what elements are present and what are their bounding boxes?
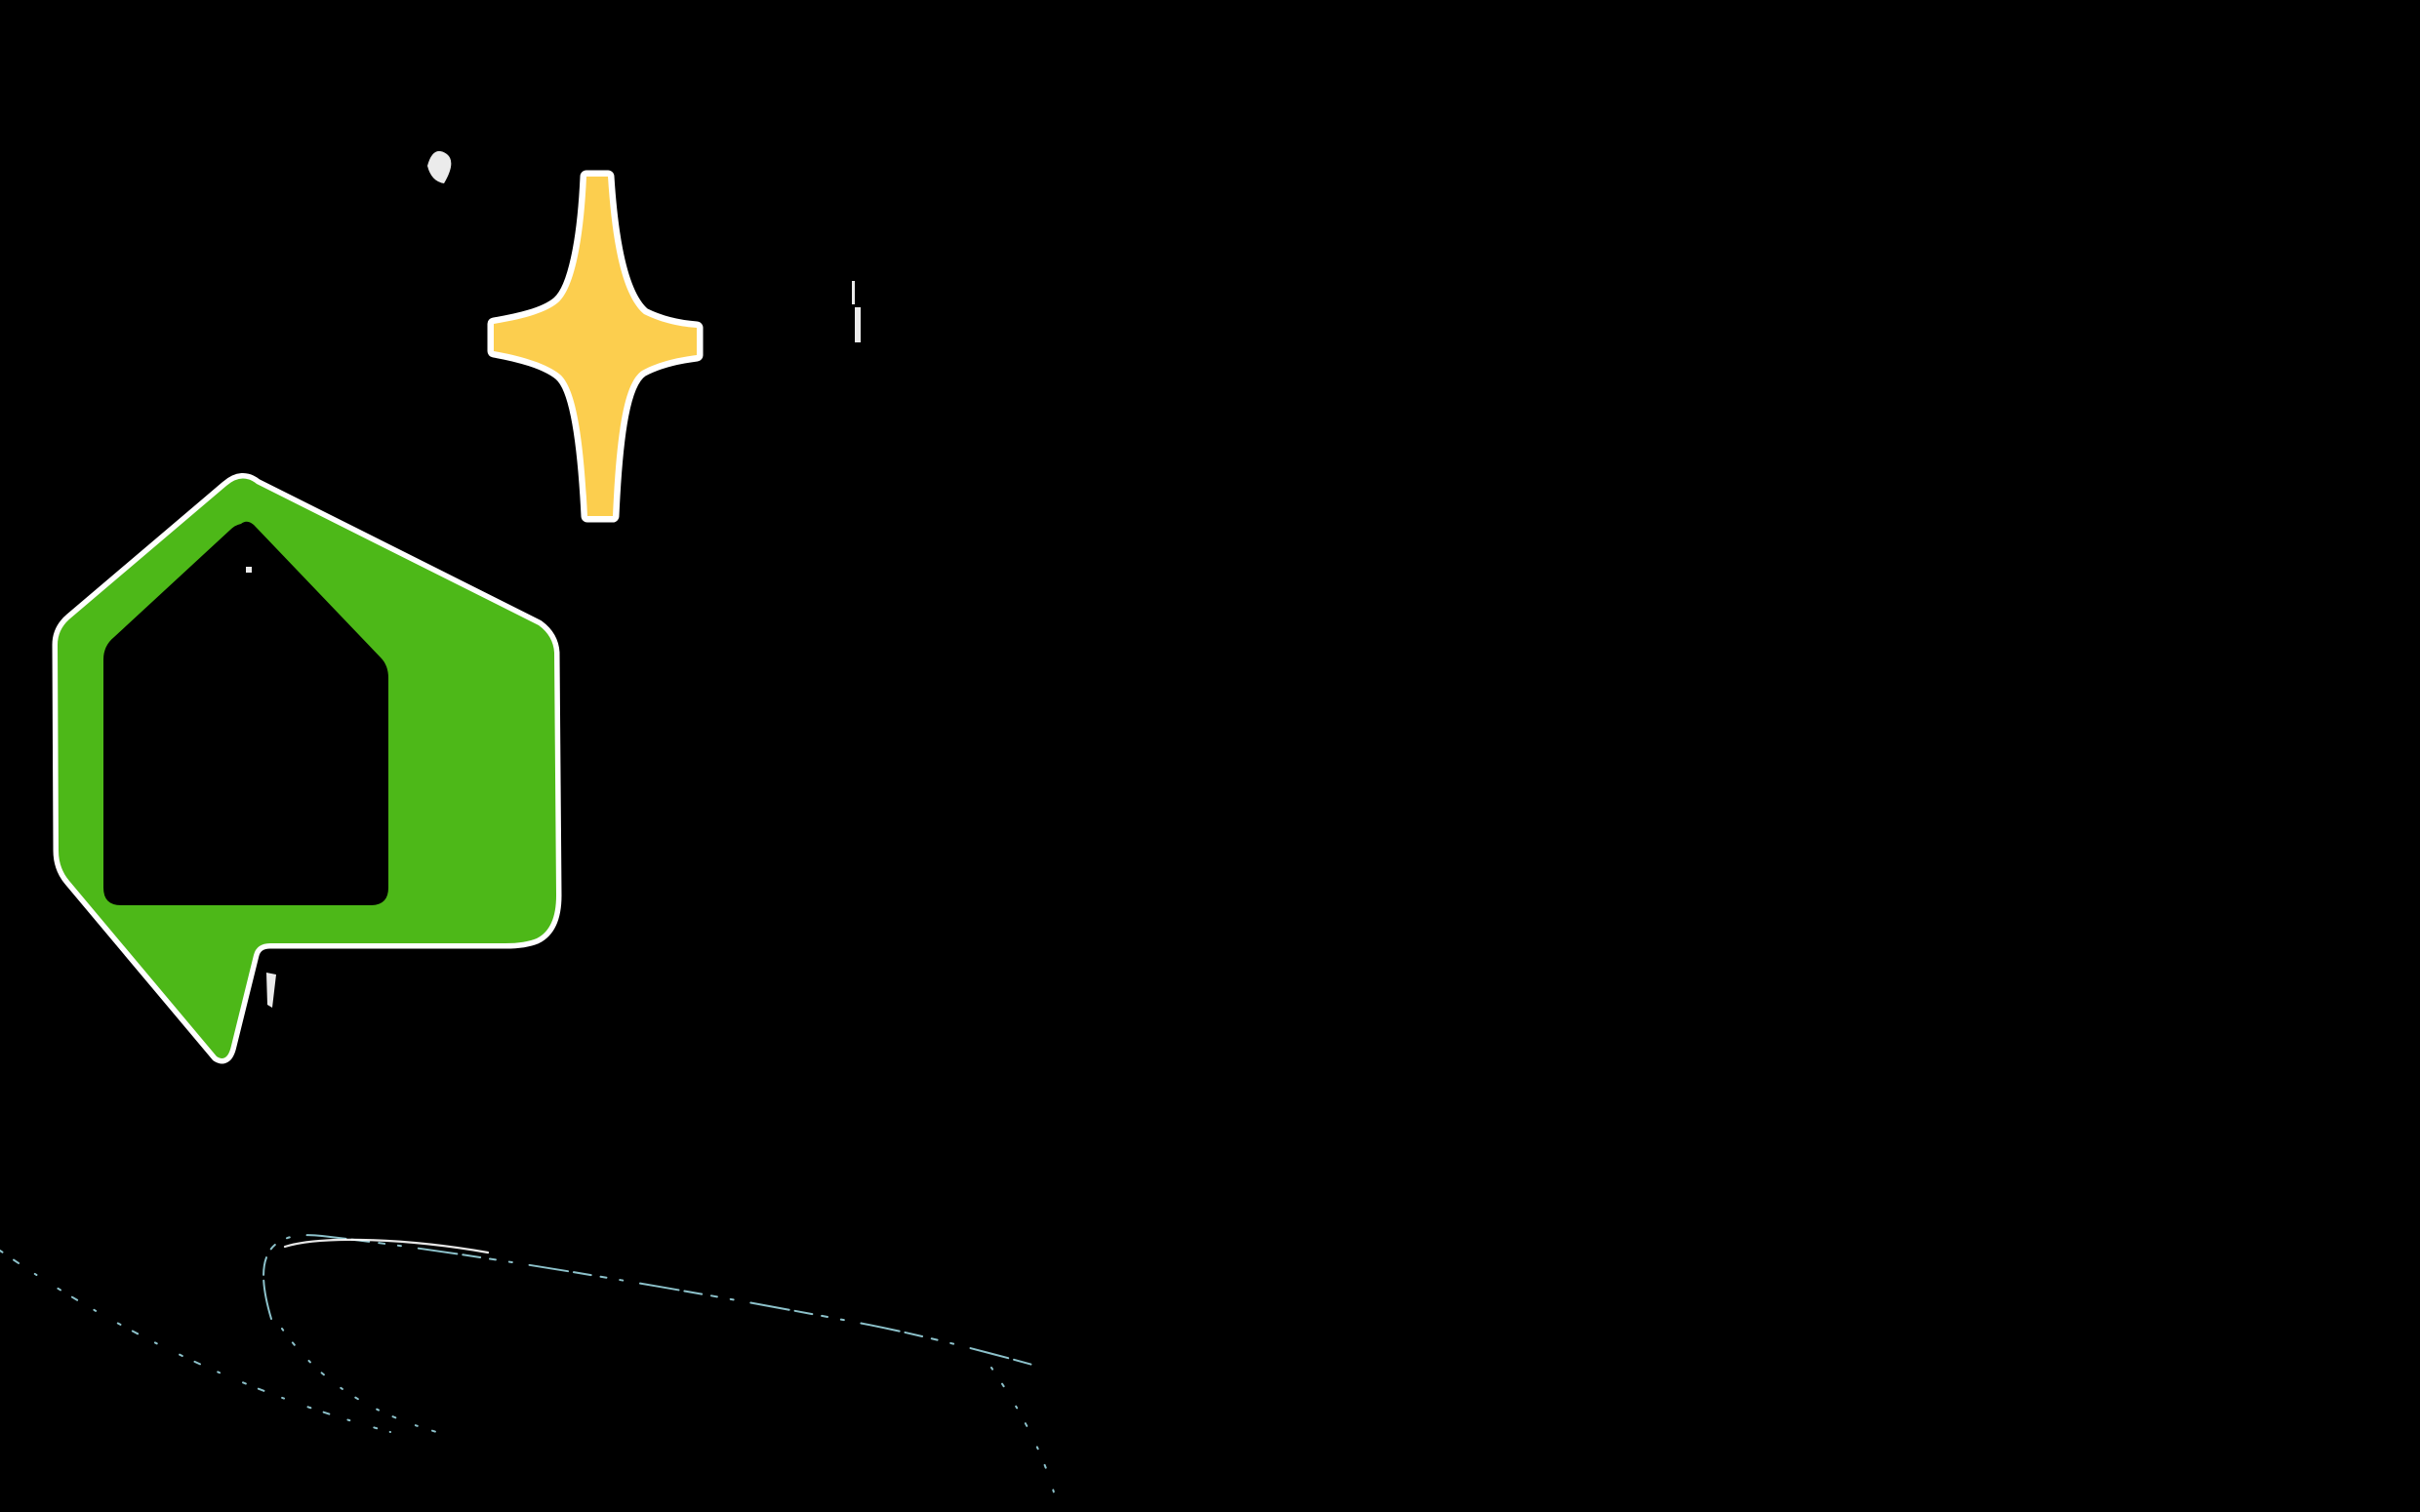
decorative-swoosh-curves bbox=[0, 1234, 1055, 1493]
swoosh-loop-highlight bbox=[283, 1238, 490, 1254]
swoosh-loop-curve bbox=[262, 1234, 1033, 1366]
swoosh-left-diagonal-line bbox=[0, 1250, 391, 1433]
sparkle-shape bbox=[494, 177, 697, 516]
swoosh-right-descender bbox=[990, 1367, 1055, 1493]
logo-shape bbox=[58, 478, 556, 1058]
sparkle-four-point-icon bbox=[487, 170, 704, 523]
swoosh-under-arc bbox=[281, 1328, 452, 1437]
house-speech-bubble-icon bbox=[52, 473, 562, 1064]
